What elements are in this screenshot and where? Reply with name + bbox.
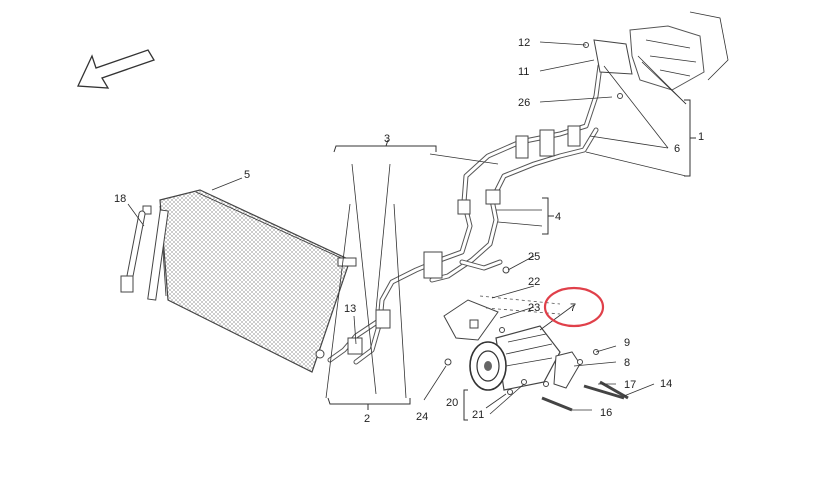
callout-20: 20: [446, 397, 458, 409]
compressor: [443, 299, 629, 412]
receiver-drier: [120, 205, 152, 293]
callout-22: 22: [528, 276, 540, 288]
callout-labels: 1 2 3 4 5 6 7 8 9 11 12 13 14 16 17 18 2…: [114, 37, 704, 425]
direction-arrow-icon: [77, 49, 155, 89]
callout-24: 24: [416, 411, 428, 423]
callout-6: 6: [674, 143, 680, 155]
callout-7: 7: [570, 302, 576, 314]
callout-1: 1: [698, 131, 704, 143]
callout-18: 18: [114, 193, 126, 205]
leader-lines: [127, 41, 687, 415]
callout-13: 13: [344, 303, 356, 315]
callout-11: 11: [518, 66, 529, 78]
callout-9: 9: [624, 337, 630, 349]
expansion-valve-assembly: [583, 11, 729, 99]
callout-12: 12: [518, 37, 530, 49]
condenser: [147, 189, 357, 373]
callout-4: 4: [555, 211, 561, 223]
callout-14: 14: [660, 378, 672, 390]
callout-2: 2: [364, 413, 370, 425]
highlight-circle: [543, 286, 605, 328]
callout-21: 21: [472, 409, 484, 421]
callout-3: 3: [384, 133, 390, 145]
callout-26: 26: [518, 97, 530, 109]
callout-17: 17: [624, 379, 636, 391]
callout-5: 5: [244, 169, 250, 181]
group-brackets: [327, 99, 696, 421]
callout-16: 16: [600, 407, 612, 419]
ac-pipes: [327, 63, 603, 365]
callout-23: 23: [528, 302, 540, 314]
callout-25: 25: [528, 251, 540, 263]
callout-8: 8: [624, 357, 630, 369]
